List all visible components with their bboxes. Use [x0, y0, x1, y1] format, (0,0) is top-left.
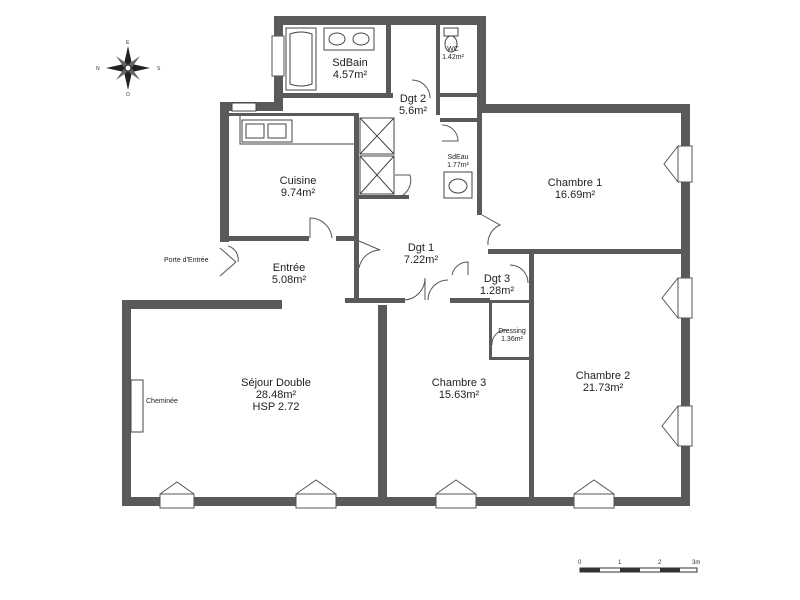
room-name: SdEau	[447, 154, 469, 161]
room-dgt1: Dgt 1 7.22m²	[394, 242, 448, 266]
room-area: 5.08m²	[271, 274, 307, 286]
entry-door-label: Porte d'Entrée	[164, 257, 209, 264]
windows	[159, 35, 693, 509]
kitchen-sink	[241, 119, 293, 143]
room-area: 5.6m²	[398, 105, 428, 117]
compass-south: S	[157, 66, 161, 72]
compass-rose	[106, 46, 150, 90]
room-dgt3: Dgt 3 1.28m²	[470, 273, 524, 297]
room-chambre3: Chambre 3 15.63m²	[420, 377, 498, 401]
room-area: 1.36m²	[501, 336, 523, 343]
scale-tick-3: 3m	[692, 560, 701, 566]
room-area: 1.42m²	[442, 54, 464, 61]
room-area: 9.74m²	[280, 187, 316, 199]
compass-north: N	[96, 66, 100, 72]
bathtub	[285, 27, 317, 91]
room-name: Dgt 1	[407, 242, 435, 254]
room-name: Chambre 1	[547, 177, 603, 189]
room-name: Chambre 2	[575, 370, 631, 382]
room-name: SdBain	[332, 57, 368, 69]
compass-east: E	[126, 40, 130, 46]
room-name: Entrée	[272, 262, 306, 274]
fixtures	[130, 27, 473, 433]
room-name: Dgt 3	[483, 273, 511, 285]
room-entree: Entrée 5.08m²	[262, 262, 316, 286]
room-name: WC	[447, 46, 459, 53]
walls	[122, 16, 690, 506]
toilet	[444, 35, 458, 53]
room-area: 1.77m²	[447, 162, 469, 169]
room-name: Séjour Double	[241, 377, 311, 389]
room-sejour: Séjour Double 28.48m² HSP 2.72	[226, 377, 326, 413]
room-dressing: Dressing 1.36m²	[494, 328, 530, 344]
room-sdeau: SdEau 1.77m²	[440, 154, 476, 170]
room-name: Cuisine	[279, 175, 317, 187]
fireplace	[130, 379, 144, 433]
room-name: Dressing	[498, 328, 526, 335]
room-area: 4.57m²	[332, 69, 368, 81]
compass-west: O	[126, 92, 130, 98]
room-area: 21.73m²	[582, 382, 624, 394]
room-area: 28.48m²	[255, 389, 297, 401]
scale-bar	[579, 567, 698, 573]
fireplace-label: Cheminée	[146, 398, 178, 405]
room-ceiling-height: HSP 2.72	[252, 401, 300, 413]
scale-tick-0: 0	[578, 560, 582, 566]
room-wc: WC 1.42m²	[438, 46, 468, 62]
doors	[219, 79, 529, 346]
room-chambre1: Chambre 1 16.69m²	[540, 177, 610, 201]
room-area: 15.63m²	[438, 389, 480, 401]
room-name: Dgt 2	[399, 93, 427, 105]
vanity	[323, 27, 375, 51]
room-sdbain: SdBain 4.57m²	[320, 57, 380, 81]
room-chambre2: Chambre 2 21.73m²	[566, 370, 640, 394]
scale-tick-1: 1	[618, 560, 622, 566]
room-cuisine: Cuisine 9.74m²	[266, 175, 330, 199]
room-area: 16.69m²	[554, 189, 596, 201]
room-area: 7.22m²	[403, 254, 439, 266]
room-dgt2: Dgt 2 5.6m²	[390, 93, 436, 117]
scale-tick-2: 2	[658, 560, 662, 566]
room-area: 1.28m²	[479, 285, 515, 297]
room-name: Chambre 3	[431, 377, 487, 389]
washbasin	[443, 171, 473, 199]
